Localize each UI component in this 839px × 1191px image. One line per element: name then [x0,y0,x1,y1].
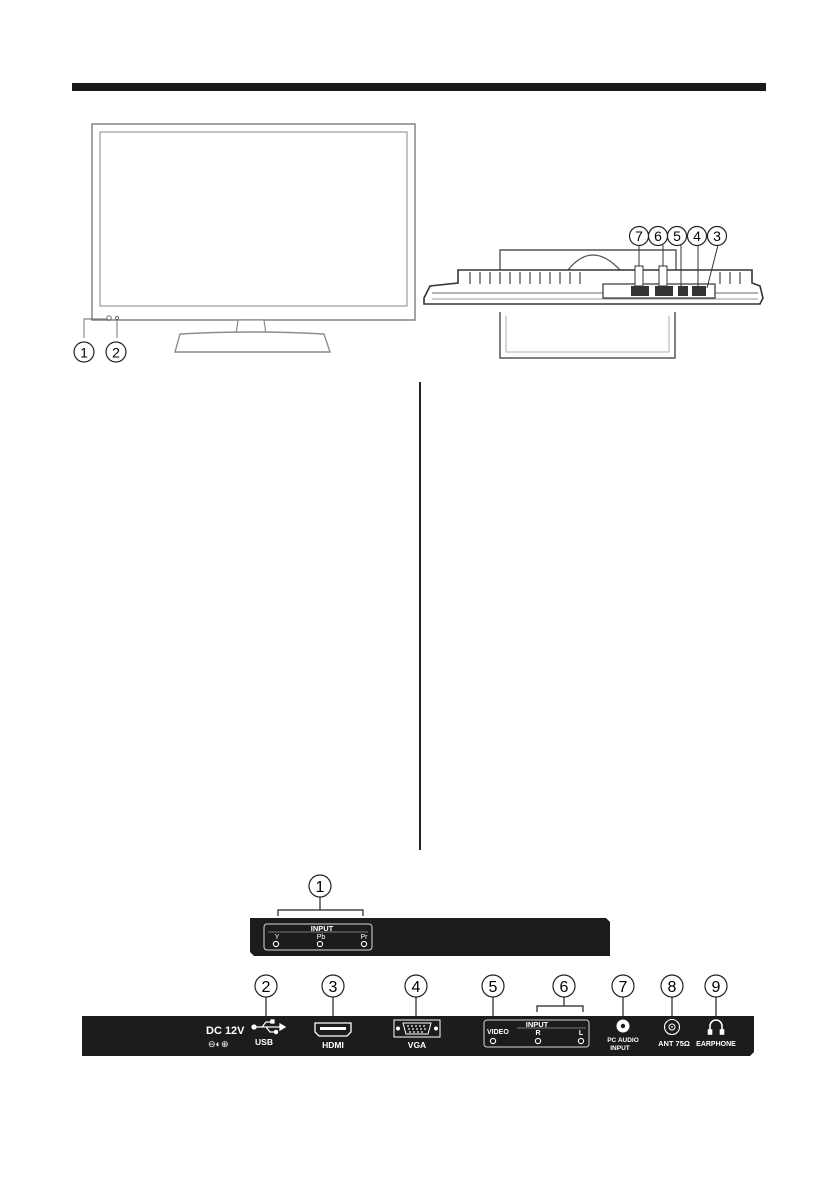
callout-circle-side-4 [686,225,708,247]
dc-polarity-icon: ⊖◐⊕ [208,1039,229,1049]
callout-rear-3: 3 [329,979,338,996]
audio-l-jack [577,1037,585,1045]
hdmi-label: HDMI [322,1040,344,1050]
callout-rear-8: 8 [668,979,677,996]
earphone-label: EARPHONE [696,1041,736,1048]
vga-label: VGA [408,1040,426,1050]
jack-label-pb: Pb [317,934,326,941]
headphone-icon [707,1019,725,1035]
jack-label-pr: Pr [361,934,369,941]
audio-r-label: R [535,1030,540,1037]
audio-r-jack [534,1037,542,1045]
tv-side-view: 7 6 5 4 3 [423,225,764,359]
callout-rear-6: 6 [560,979,569,996]
jack-pr [360,940,368,948]
rear-input-panel: 2 3 4 5 6 7 8 9 DC 12V ⊖◐⊕ [82,974,754,1056]
callout-circle-front-1 [73,341,95,363]
callout-rear-7: 7 [619,979,628,996]
hdmi-port [314,1022,352,1037]
callout-front-2: 2 [112,345,120,361]
callout-side-3: 3 [713,228,721,244]
callout-side-7: 7 [635,228,643,244]
callout-rear-4: 4 [412,979,421,996]
callout-side-6: 6 [654,228,662,244]
callout-circle-side-3 [706,225,728,247]
usb-icon [251,1019,287,1035]
handle-bump [567,254,621,271]
tv-screen [99,131,408,307]
tv-front-view: 1 2 [73,123,416,363]
callout-rear-2: 2 [262,979,271,996]
callout-front-1: 1 [80,345,88,361]
power-led [114,315,120,321]
stand-foot [499,312,676,359]
callout-side-5: 5 [673,228,681,244]
ir-sensor [106,315,112,321]
vga-port [393,1019,441,1038]
av-input-box [483,1019,590,1048]
dc-label: DC 12V [206,1025,245,1037]
callout-side-4: 4 [693,228,701,244]
rear-panel-plate [82,1016,754,1056]
usb-label: USB [255,1037,273,1047]
tv-stand-base [174,331,331,353]
jack-pb [316,940,324,948]
callout-panel-1: 1 [316,879,325,896]
callout-circle-front-2 [105,341,127,363]
column-divider [419,382,421,850]
side-input-panel: 1 INPUT Y Pb Pr [250,874,610,956]
callout-circle-side-5 [666,225,688,247]
jack-y [272,940,280,948]
av-input-label: INPUT [526,1020,549,1029]
video-label: VIDEO [487,1029,509,1036]
audio-l-label: L [579,1030,584,1037]
antenna-label: ANT 75Ω [658,1039,690,1048]
header-rule [72,83,766,91]
pc-audio-label-line2: INPUT [610,1045,630,1052]
side-input-label: INPUT [311,924,334,933]
side-panel-plate [250,918,610,956]
callout-rear-9: 9 [712,979,721,996]
video-jack [489,1037,497,1045]
callout-rear-5: 5 [489,979,498,996]
pc-audio-label-line1: PC AUDIO [607,1037,639,1044]
jack-label-y: Y [275,934,280,941]
